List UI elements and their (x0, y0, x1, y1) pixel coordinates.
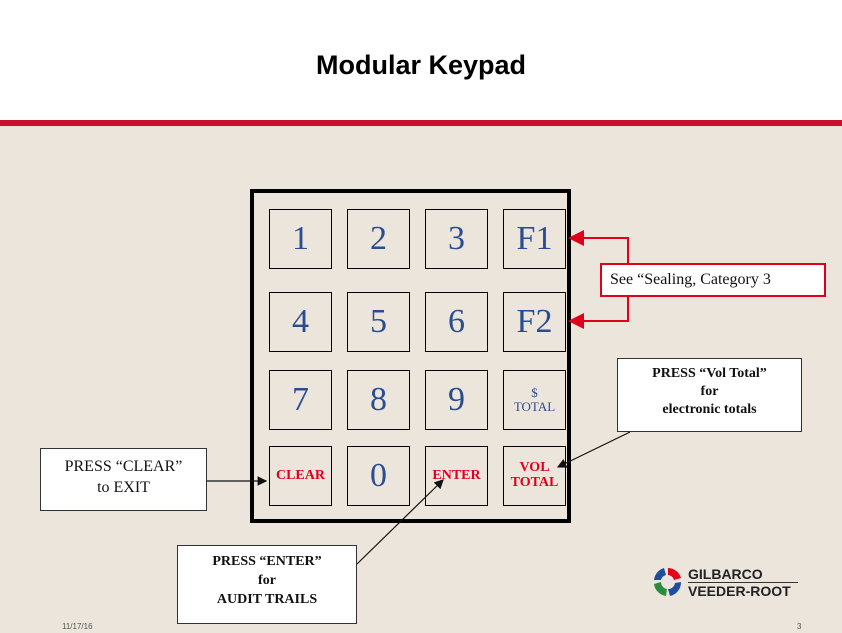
key-8[interactable]: 8 (347, 370, 410, 430)
slide-header: Modular Keypad (0, 0, 842, 121)
enter-callout-line1: PRESS “ENTER” (212, 554, 322, 569)
vol-total-callout-line1: PRESS “Vol Total” (652, 366, 767, 381)
key-vol-total-line1: VOL (519, 460, 550, 476)
key-f2[interactable]: F2 (503, 292, 566, 352)
vol-total-callout: PRESS “Vol Total” for electronic totals (617, 358, 802, 432)
clear-callout-line1: PRESS “CLEAR” (64, 458, 183, 475)
key-total-label: TOTAL (513, 399, 556, 414)
enter-callout: PRESS “ENTER” for AUDIT TRAILS (177, 545, 357, 624)
key-7[interactable]: 7 (269, 370, 332, 430)
key-total[interactable]: $ TOTAL (503, 370, 566, 430)
key-3[interactable]: 3 (425, 209, 488, 269)
key-6[interactable]: 6 (425, 292, 488, 352)
gilbarco-logo-icon (654, 568, 682, 596)
vol-total-callout-line2: for (700, 384, 719, 400)
key-vol-total[interactable]: VOL TOTAL (503, 446, 566, 506)
sealing-connector-f2 (568, 294, 629, 329)
vol-total-connector (556, 431, 631, 468)
key-vol-total-line2: TOTAL (510, 475, 559, 490)
sealing-callout: See “Sealing, Category 3 (600, 263, 826, 297)
key-1[interactable]: 1 (269, 209, 332, 269)
enter-connector (356, 479, 444, 565)
key-9[interactable]: 9 (425, 370, 488, 430)
logo-line2: VEEDER-ROOT (688, 583, 791, 599)
enter-callout-line3: AUDIT TRAILS (216, 591, 318, 607)
vol-total-callout-line3: electronic totals (662, 402, 757, 418)
header-divider (0, 120, 842, 126)
key-0[interactable]: 0 (347, 446, 410, 506)
key-5[interactable]: 5 (347, 292, 410, 352)
key-total-dollar: $ (531, 385, 538, 401)
key-4[interactable]: 4 (269, 292, 332, 352)
clear-callout-line2: to EXIT (97, 478, 150, 496)
slide-title: Modular Keypad (315, 50, 527, 80)
key-clear[interactable]: CLEAR (269, 446, 332, 506)
footer-date: 11/17/16 (62, 622, 93, 631)
sealing-connector-f1 (568, 230, 629, 272)
footer-page-number: 3 (797, 622, 802, 631)
key-2[interactable]: 2 (347, 209, 410, 269)
logo-divider (688, 582, 798, 583)
key-enter[interactable]: ENTER (425, 446, 488, 506)
clear-callout: PRESS “CLEAR” to EXIT (40, 448, 207, 511)
key-f1[interactable]: F1 (503, 209, 566, 269)
enter-callout-line2: for (258, 572, 276, 588)
logo-line1: GILBARCO (688, 566, 763, 582)
gilbarco-logo: GILBARCO VEEDER-ROOT (650, 562, 810, 602)
